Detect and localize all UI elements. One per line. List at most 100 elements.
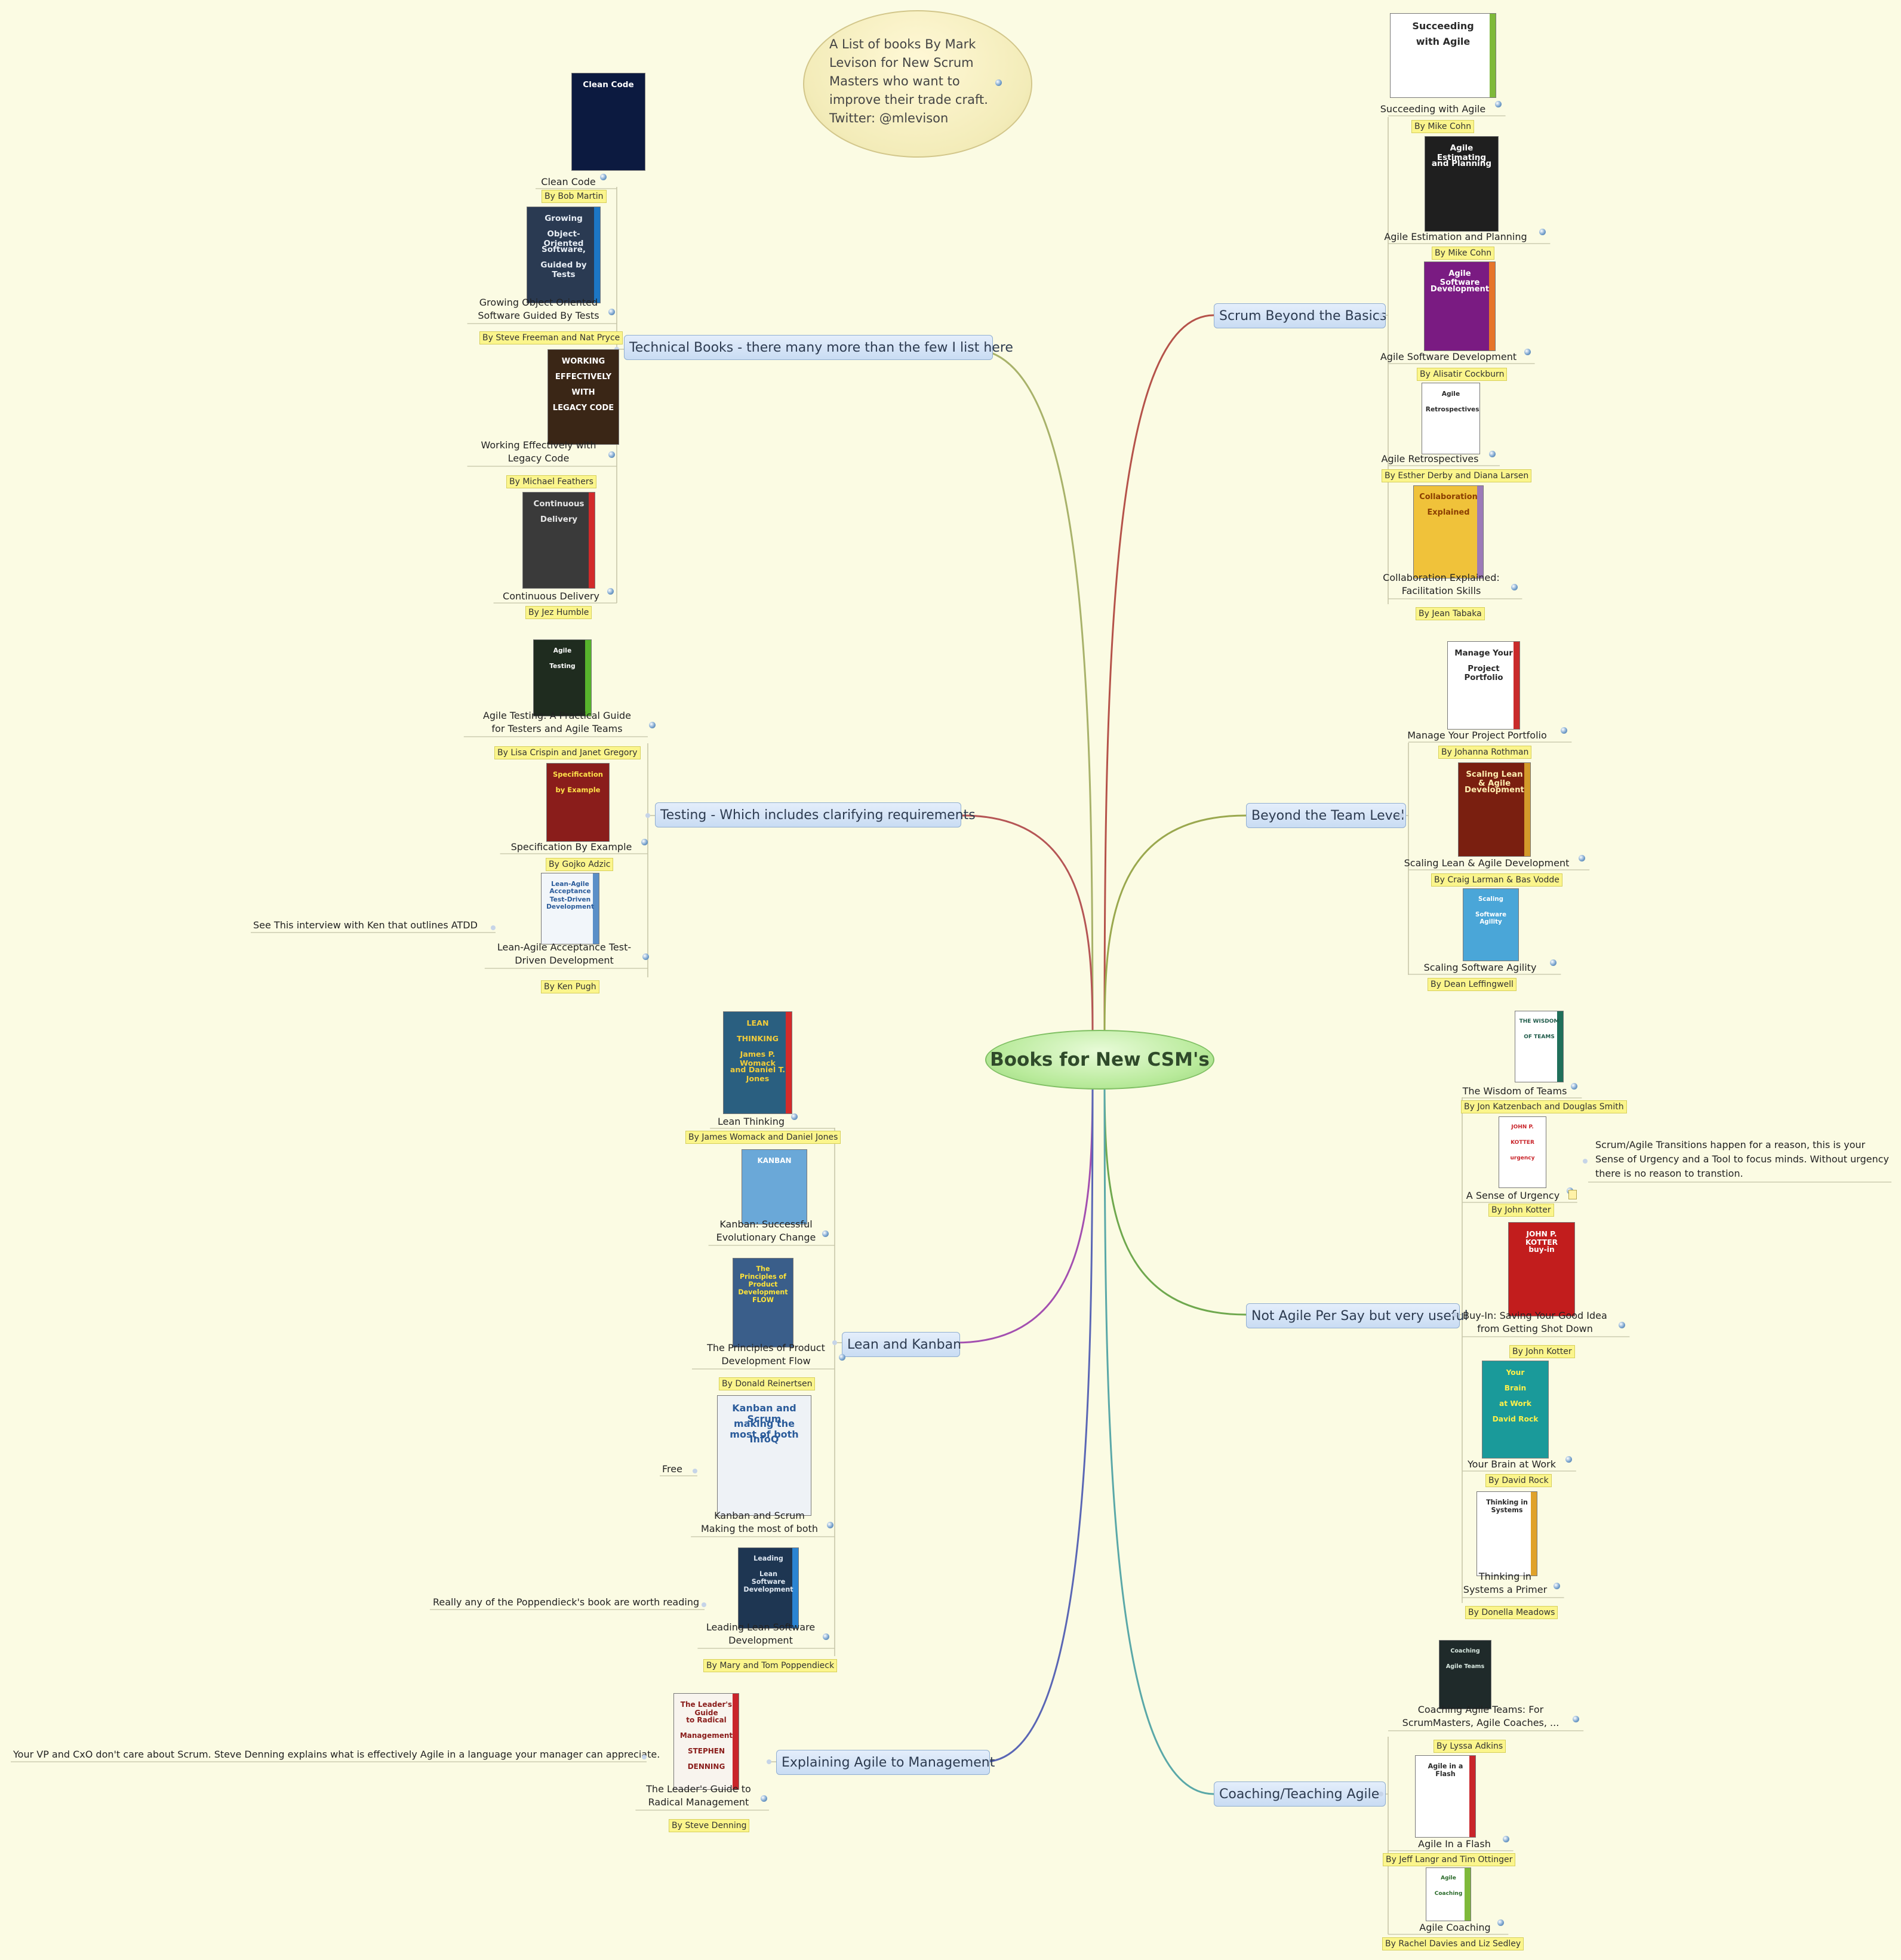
book-title[interactable]: The Wisdom of Teams	[1462, 1085, 1567, 1097]
book-title[interactable]: The Principles of Product Development Fl…	[707, 1342, 825, 1367]
hyperlink-icon[interactable]	[760, 1795, 767, 1802]
book-title[interactable]: Lean-Agile Acceptance Test- Driven Devel…	[497, 941, 632, 966]
hyperlink-icon[interactable]	[1539, 229, 1546, 235]
book-title[interactable]: The Leader's Guide to Radical Management	[646, 1783, 751, 1808]
book-cover-text: Software Agility	[1475, 912, 1507, 925]
hyperlink-icon[interactable]	[822, 1633, 829, 1640]
book-cover-image: KANBAN	[742, 1149, 807, 1224]
branch-topic[interactable]: Testing - Which includes clarifying requ…	[655, 802, 976, 827]
branch-topic[interactable]: Technical Books - there many more than t…	[624, 335, 1013, 360]
book-author-label: By Steve Freeman and Nat Pryce	[479, 331, 623, 344]
branch-topic[interactable]: Coaching/Teaching Agile	[1214, 1781, 1386, 1807]
book-title[interactable]: Specification By Example	[510, 841, 632, 853]
hyperlink-icon[interactable]	[1571, 1083, 1578, 1090]
book-title[interactable]: Manage Your Project Portfolio	[1407, 730, 1547, 741]
book-cover-text: to Radical	[686, 1716, 727, 1724]
hyperlink-icon[interactable]	[1550, 959, 1557, 966]
book-author-label: By Donella Meadows	[1465, 1606, 1558, 1619]
central-topic[interactable]: Books for New CSM's	[985, 1030, 1214, 1090]
hyperlink-icon[interactable]	[642, 953, 650, 960]
hyperlink-icon[interactable]	[1494, 101, 1502, 107]
branch-collapse-dot[interactable]	[1379, 313, 1383, 318]
hyperlink-icon[interactable]	[1565, 1456, 1572, 1463]
side-note-dot[interactable]	[693, 1469, 697, 1473]
branch-topic[interactable]: Lean and Kanban	[842, 1332, 961, 1357]
hyperlink-icon[interactable]	[608, 309, 616, 315]
book-cover-text: Testing	[549, 662, 576, 670]
book-title[interactable]: Continuous Delivery	[503, 590, 599, 602]
side-note-dot[interactable]	[491, 925, 496, 930]
hyperlink-icon[interactable]	[649, 722, 656, 728]
hyperlink-icon[interactable]	[1579, 855, 1586, 861]
hyperlink-icon[interactable]	[1497, 1919, 1505, 1926]
book-cover-text: Clean Code	[583, 80, 634, 90]
note-icon[interactable]	[1568, 1190, 1577, 1199]
hyperlink-icon[interactable]	[641, 839, 648, 845]
branch-collapse-dot[interactable]	[1399, 813, 1404, 818]
hyperlink-icon[interactable]	[822, 1230, 829, 1237]
hyperlink-icon[interactable]	[1524, 349, 1531, 355]
hyperlink-icon[interactable]	[790, 1113, 798, 1120]
book-author-label: By Mike Cohn	[1432, 247, 1495, 260]
side-note-dot[interactable]	[702, 1602, 706, 1607]
branch-collapse-dot[interactable]	[1453, 1312, 1457, 1317]
hyperlink-icon[interactable]	[608, 451, 616, 458]
book-title[interactable]: Agile In a Flash	[1418, 1838, 1491, 1850]
hyperlink-icon[interactable]	[1489, 451, 1496, 457]
book-title[interactable]: Kanban: Successful Evolutionary Change	[716, 1219, 816, 1243]
hyperlink-icon[interactable]	[1502, 1836, 1509, 1842]
book-title[interactable]: Agile Retrospectives	[1381, 453, 1479, 464]
book-title[interactable]: Succeeding with Agile	[1380, 103, 1486, 115]
book-title[interactable]: Buy-In: Saving Your Good Idea from Getti…	[1463, 1310, 1607, 1334]
intro-note-line: Masters who want to	[829, 74, 960, 88]
branch-collapse-dot[interactable]	[645, 813, 650, 818]
book-title[interactable]: Collaboration Explained: Facilitation Sk…	[1383, 572, 1500, 596]
hyperlink-icon[interactable]	[826, 1522, 833, 1528]
book-cover-text: making the most of both	[730, 1418, 799, 1441]
book-title[interactable]: Clean Code	[541, 176, 596, 187]
side-note-dot[interactable]	[642, 1755, 647, 1759]
book-title[interactable]: Working Effectively with Legacy Code	[481, 439, 596, 464]
hyperlink-icon[interactable]	[1561, 727, 1568, 734]
branch-topic[interactable]: Not Agile Per Say but very useful	[1246, 1303, 1468, 1328]
book-title[interactable]: Scaling Lean & Agile Development	[1404, 857, 1570, 869]
hyperlink-icon[interactable]	[1511, 584, 1518, 590]
book-title[interactable]: Lean Thinking	[717, 1116, 785, 1127]
book-title[interactable]: Growing Object Oriented Software Guided …	[478, 297, 599, 321]
branch-topic[interactable]: Scrum Beyond the Basics	[1214, 303, 1386, 328]
hyperlink-icon[interactable]	[1573, 1716, 1580, 1722]
branch-collapse-dot[interactable]	[1379, 1792, 1383, 1796]
book-title[interactable]: Agile Coaching	[1419, 1922, 1491, 1933]
hyperlink-icon[interactable]	[1553, 1583, 1560, 1589]
hyperlink-icon[interactable]	[839, 1354, 845, 1361]
hyperlink-icon[interactable]	[607, 588, 614, 595]
branch-topic[interactable]: Explaining Agile to Management	[776, 1750, 995, 1775]
branch-collapse-dot[interactable]	[767, 1759, 771, 1764]
book-title[interactable]: Leading Lean Software Development	[706, 1621, 816, 1646]
book-title[interactable]: Agile Testing: A Practical Guide for Tes…	[482, 710, 632, 734]
hyperlink-icon[interactable]	[995, 79, 1002, 86]
branch-topic[interactable]: Beyond the Team Level	[1246, 803, 1406, 828]
hyperlink-icon[interactable]	[600, 174, 607, 180]
book-title[interactable]: Agile Software Development	[1380, 351, 1517, 362]
book-title[interactable]: Kanban and Scrum Making the most of both	[700, 1510, 818, 1534]
book-author-label: By Jeff Langr and Tim Ottinger	[1383, 1853, 1516, 1866]
book-title[interactable]: Coaching Agile Teams: For ScrumMasters, …	[1402, 1704, 1559, 1728]
book-title[interactable]: Agile Estimation and Planning	[1384, 231, 1527, 242]
book-cover-text: Your	[1506, 1368, 1525, 1377]
hyperlink-icon[interactable]	[1619, 1322, 1626, 1328]
book-title[interactable]: Thinking in Systems a Primer	[1463, 1571, 1548, 1595]
side-note-dot[interactable]	[1583, 1159, 1588, 1164]
book-title[interactable]: Your Brain at Work	[1468, 1459, 1556, 1470]
branch-collapse-dot[interactable]	[832, 1340, 837, 1345]
book-title[interactable]: A Sense of Urgency	[1466, 1190, 1560, 1201]
book-title[interactable]: Scaling Software Agility	[1423, 962, 1537, 973]
